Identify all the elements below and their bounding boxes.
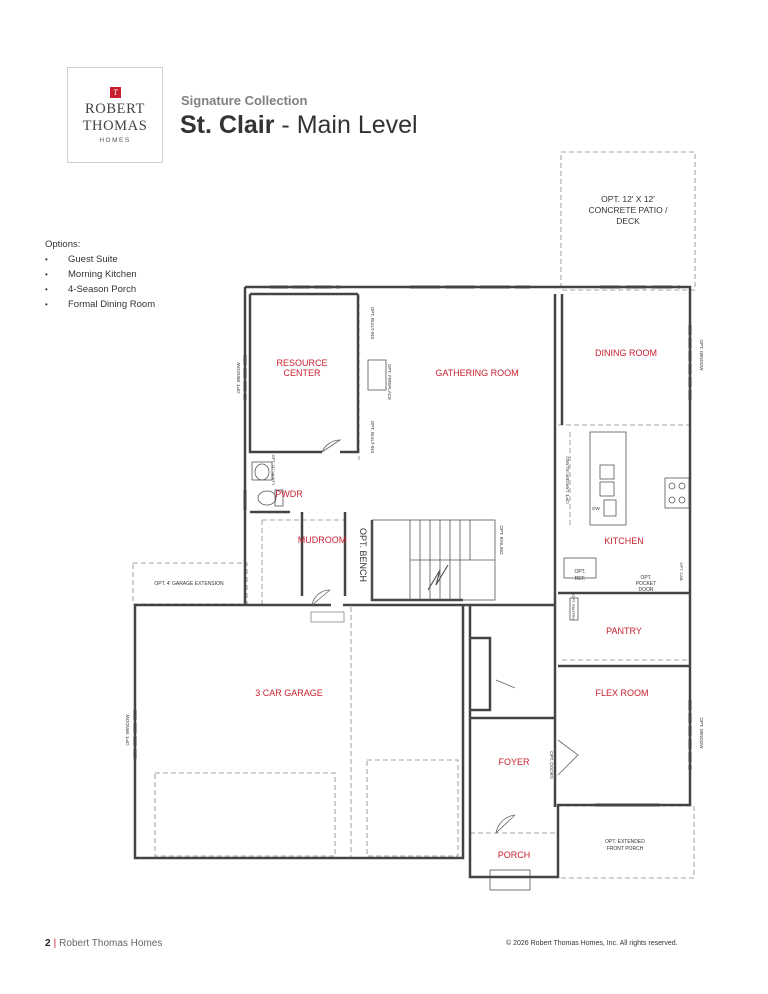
- note-dishwasher: DW: [592, 506, 600, 511]
- plan-name: St. Clair: [180, 111, 275, 139]
- footer-page-info: 2|Robert Thomas Homes: [45, 938, 162, 949]
- note-front-porch: FRONT PORCH: [607, 846, 644, 852]
- note-patio: CONCRETE PATIO /: [588, 205, 668, 215]
- note-opt-ref: REF.: [575, 576, 586, 582]
- stairs: [371, 519, 496, 601]
- doors: [310, 439, 579, 834]
- note-opt-pocket-door: OPT.: [640, 575, 651, 581]
- note-opt-pocket-door: DOOR: [639, 587, 654, 593]
- page-number: 2: [45, 938, 51, 949]
- room-label-resource-center: RESOURCE: [276, 358, 327, 368]
- room-label-pwdr: PWDR: [275, 489, 303, 499]
- room-label-flex-room: FLEX ROOM: [595, 688, 648, 698]
- company-logo: T ROBERT THOMAS HOMES: [67, 67, 163, 163]
- room-label-gathering-room: GATHERING ROOM: [435, 368, 518, 378]
- option-item: Morning Kitchen: [45, 267, 155, 282]
- optional-areas: [132, 151, 696, 879]
- note-opt-window: OPT. WINDOW: [236, 362, 241, 394]
- note-garage-extension: OPT. 4' GARAGE EXTENSION: [154, 581, 224, 587]
- page-title: St. Clair - Main Level: [180, 111, 418, 140]
- note-patio: OPT. 12' X 12': [601, 194, 655, 204]
- garage-door-right: [366, 759, 459, 857]
- logo-mark-icon: T: [110, 87, 121, 98]
- note-opt-larger-island: OPT. LARGER ISLAND: [565, 456, 570, 504]
- note-opt-built-ins: OPT. BUILT-INS: [370, 307, 375, 339]
- note-opt-doors: OPT. DOORS: [549, 751, 554, 779]
- note-front-porch: OPT. EXTENDED: [605, 839, 645, 845]
- plan-notes: OPT. 12' X 12' CONCRETE PATIO / DECK OPT…: [125, 194, 704, 852]
- collection-name: Signature Collection: [181, 93, 308, 108]
- room-label-mudroom: MUDROOM: [298, 535, 347, 545]
- options-list: Options: Guest Suite Morning Kitchen 4-S…: [45, 237, 155, 312]
- note-opt-pantry: OPT. PANTRY: [571, 594, 576, 620]
- note-opt-bench: OPT. BENCH: [358, 528, 368, 582]
- room-labels: RESOURCE CENTER GATHERING ROOM DINING RO…: [255, 348, 657, 860]
- footer-divider: |: [53, 938, 57, 949]
- room-label-kitchen: KITCHEN: [604, 536, 644, 546]
- option-item: 4-Season Porch: [45, 282, 155, 297]
- room-label-resource-center: CENTER: [283, 368, 321, 378]
- footer-copyright: © 2026 Robert Thomas Homes, Inc. All rig…: [506, 940, 678, 947]
- note-opt-ref: OPT.: [574, 569, 585, 575]
- room-label-porch: PORCH: [498, 850, 531, 860]
- room-label-garage: 3 CAR GARAGE: [255, 688, 323, 698]
- note-opt-window: OPT. WINDOW: [699, 718, 704, 750]
- note-opt-railing: OPT. RAILING: [499, 525, 504, 555]
- note-opt-cabinet: OPT. CAB.: [679, 562, 684, 581]
- option-item: Guest Suite: [45, 252, 155, 267]
- note-opt-pocket-door: POCKET: [636, 581, 657, 587]
- logo-text-robert: ROBERT: [85, 101, 145, 117]
- fixtures: [251, 359, 690, 891]
- footer-brand: Robert Thomas Homes: [59, 938, 163, 949]
- plan-level: - Main Level: [274, 111, 418, 139]
- room-label-dining-room: DINING ROOM: [595, 348, 657, 358]
- note-opt-fireplace: OPT. FIREPLACE: [387, 364, 392, 400]
- note-opt-window: OPT. WINDOW: [125, 714, 130, 746]
- opt-patio-outline: [560, 151, 696, 291]
- room-label-foyer: FOYER: [498, 757, 530, 767]
- options-heading: Options:: [45, 239, 81, 250]
- logo-text-homes: HOMES: [99, 137, 131, 144]
- logo-text-thomas: THOMAS: [82, 118, 148, 134]
- windows: [133, 285, 692, 807]
- option-item: Formal Dining Room: [45, 297, 155, 312]
- note-patio: DECK: [616, 216, 640, 226]
- garage-door-left: [154, 772, 336, 857]
- note-opt-built-ins: OPT. BUILT-INS: [370, 421, 375, 453]
- room-label-pantry: PANTRY: [606, 626, 642, 636]
- note-opt-vanity: OPT. 21" VANITY: [271, 454, 276, 485]
- note-opt-window: OPT. WINDOW: [699, 340, 704, 372]
